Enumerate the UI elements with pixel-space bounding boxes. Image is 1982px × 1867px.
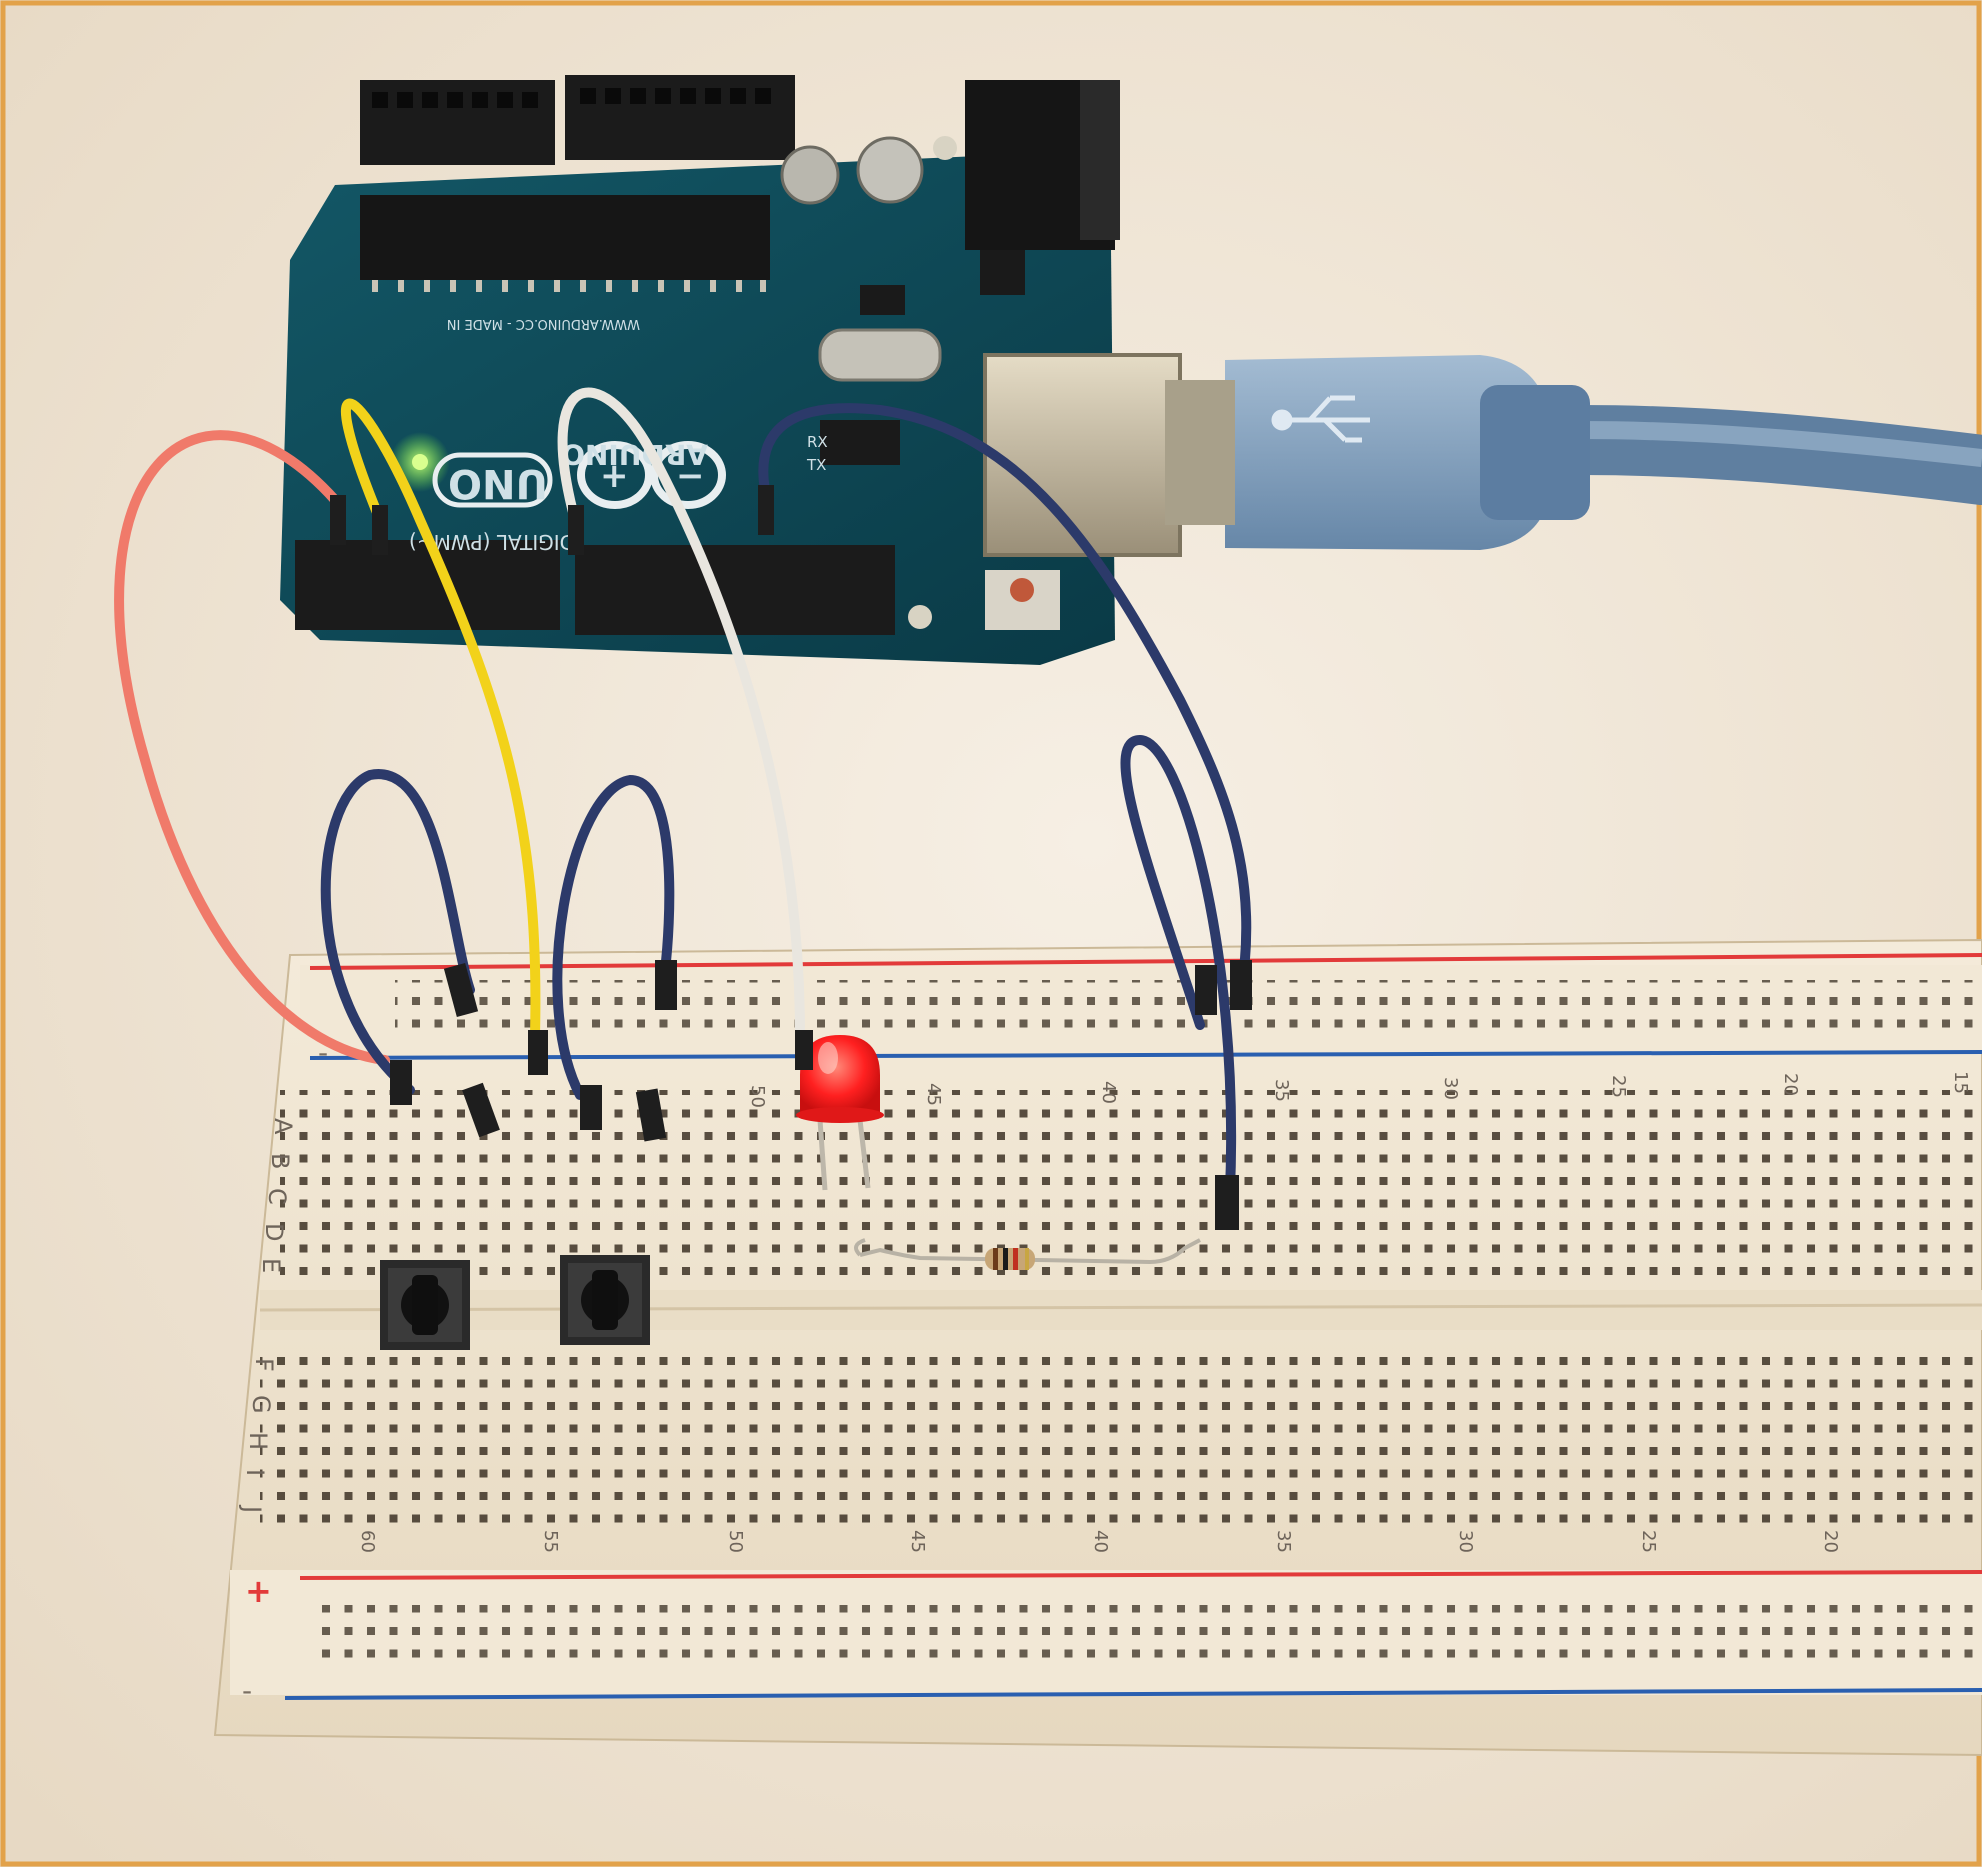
col-num-bottom-55: 55 bbox=[540, 1530, 561, 1553]
col-num-bottom-60: 60 bbox=[357, 1530, 378, 1553]
crystal bbox=[818, 328, 942, 382]
usb-b-socket bbox=[983, 353, 1182, 557]
yellow-wire bbox=[340, 398, 541, 1040]
white-wire bbox=[557, 387, 805, 1040]
reset-button-cap bbox=[1010, 578, 1034, 602]
board-model-text: UNO bbox=[448, 460, 548, 506]
row-letter-G: G bbox=[247, 1395, 275, 1414]
header-bottom-left bbox=[295, 540, 560, 630]
row-letter-C: C bbox=[263, 1188, 291, 1205]
col-num-bottom-35: 35 bbox=[1273, 1530, 1294, 1553]
col-num-top-35: 35 bbox=[1271, 1079, 1292, 1102]
row-letter-J: J bbox=[238, 1504, 266, 1513]
col-num-bottom-50: 50 bbox=[725, 1530, 746, 1553]
col-num-top-25: 25 bbox=[1608, 1075, 1629, 1098]
navy-loop-wire-1 bbox=[320, 769, 475, 1095]
red-wire bbox=[114, 430, 390, 1065]
col-num-bottom-45: 45 bbox=[907, 1530, 928, 1553]
resistor bbox=[854, 1238, 1201, 1270]
top-rail-blue-line bbox=[309, 1050, 1982, 1060]
bottom-rail-blue-line bbox=[284, 1688, 1982, 1700]
terminal-strip-bottom bbox=[260, 1345, 1982, 1535]
col-num-bottom-40: 40 bbox=[1090, 1530, 1111, 1553]
col-num-top-45: 45 bbox=[923, 1083, 944, 1106]
col-num-top-30: 30 bbox=[1440, 1077, 1461, 1100]
usb-symbol-icon bbox=[1271, 395, 1370, 443]
rx-label: RX bbox=[807, 433, 828, 451]
usb-cable bbox=[1225, 355, 1982, 550]
row-letter-F: F bbox=[250, 1358, 278, 1372]
usb-chip bbox=[820, 420, 900, 465]
power-led bbox=[412, 454, 428, 470]
svg-text:+: + bbox=[600, 456, 629, 496]
breadboard: A B C D E F G H I J 50 45 40 35 30 25 20… bbox=[213, 938, 1982, 1757]
tx-label: TX bbox=[806, 456, 826, 474]
col-num-top-50: 50 bbox=[747, 1085, 768, 1108]
usb-plug-collar bbox=[1480, 385, 1590, 520]
terminal-strip-top bbox=[280, 1090, 1982, 1280]
row-letter-B: B bbox=[266, 1153, 294, 1169]
top-rail-red-line bbox=[309, 953, 1982, 970]
col-num-top-40: 40 bbox=[1098, 1081, 1119, 1104]
header-bottom-right bbox=[575, 545, 895, 635]
atmega-chip bbox=[360, 195, 770, 280]
row-letter-E: E bbox=[257, 1258, 285, 1273]
col-num-top-20: 20 bbox=[1780, 1073, 1801, 1096]
svg-text:−: − bbox=[676, 456, 705, 496]
board-silkscreen-text: WWW.ARDUINO.CC - MADE IN bbox=[447, 316, 640, 331]
col-num-bottom-25: 25 bbox=[1638, 1530, 1659, 1553]
top-rail-minus-sign: - bbox=[318, 1036, 328, 1069]
red-led bbox=[796, 1035, 884, 1191]
row-letter-A: A bbox=[269, 1118, 297, 1135]
col-num-top-15: 15 bbox=[1950, 1071, 1971, 1094]
push-button-1 bbox=[380, 1260, 470, 1350]
row-letter-H: H bbox=[244, 1432, 272, 1450]
row-letter-D: D bbox=[260, 1223, 288, 1241]
board-brand-text: ARDUINO bbox=[561, 438, 708, 471]
navy-loop-wire-3 bbox=[1120, 734, 1237, 1195]
bottom-rail-plus-sign: + bbox=[245, 1572, 272, 1610]
navy-wire-long bbox=[758, 403, 1252, 1005]
usb-plug-body bbox=[1225, 355, 1560, 550]
header-top-right bbox=[565, 75, 795, 160]
push-button-2 bbox=[560, 1255, 650, 1345]
col-num-bottom-30: 30 bbox=[1455, 1530, 1476, 1553]
bottom-rail-minus-sign: - bbox=[242, 1674, 252, 1707]
bottom-rail-red-line bbox=[299, 1570, 1982, 1580]
arduino-logo bbox=[577, 441, 726, 509]
row-letter-I: I bbox=[241, 1469, 269, 1476]
capacitor-2 bbox=[856, 136, 924, 204]
wire-pins bbox=[330, 485, 1252, 1230]
capacitor-1 bbox=[780, 145, 840, 205]
col-num-bottom-20: 20 bbox=[1820, 1530, 1841, 1553]
wires bbox=[114, 387, 1252, 1195]
navy-loop-wire-2 bbox=[552, 774, 675, 1100]
arduino-uno-board: + − ARDUINO UNO DIGITAL (PWM~) WWW.ARDUI… bbox=[280, 75, 1235, 665]
